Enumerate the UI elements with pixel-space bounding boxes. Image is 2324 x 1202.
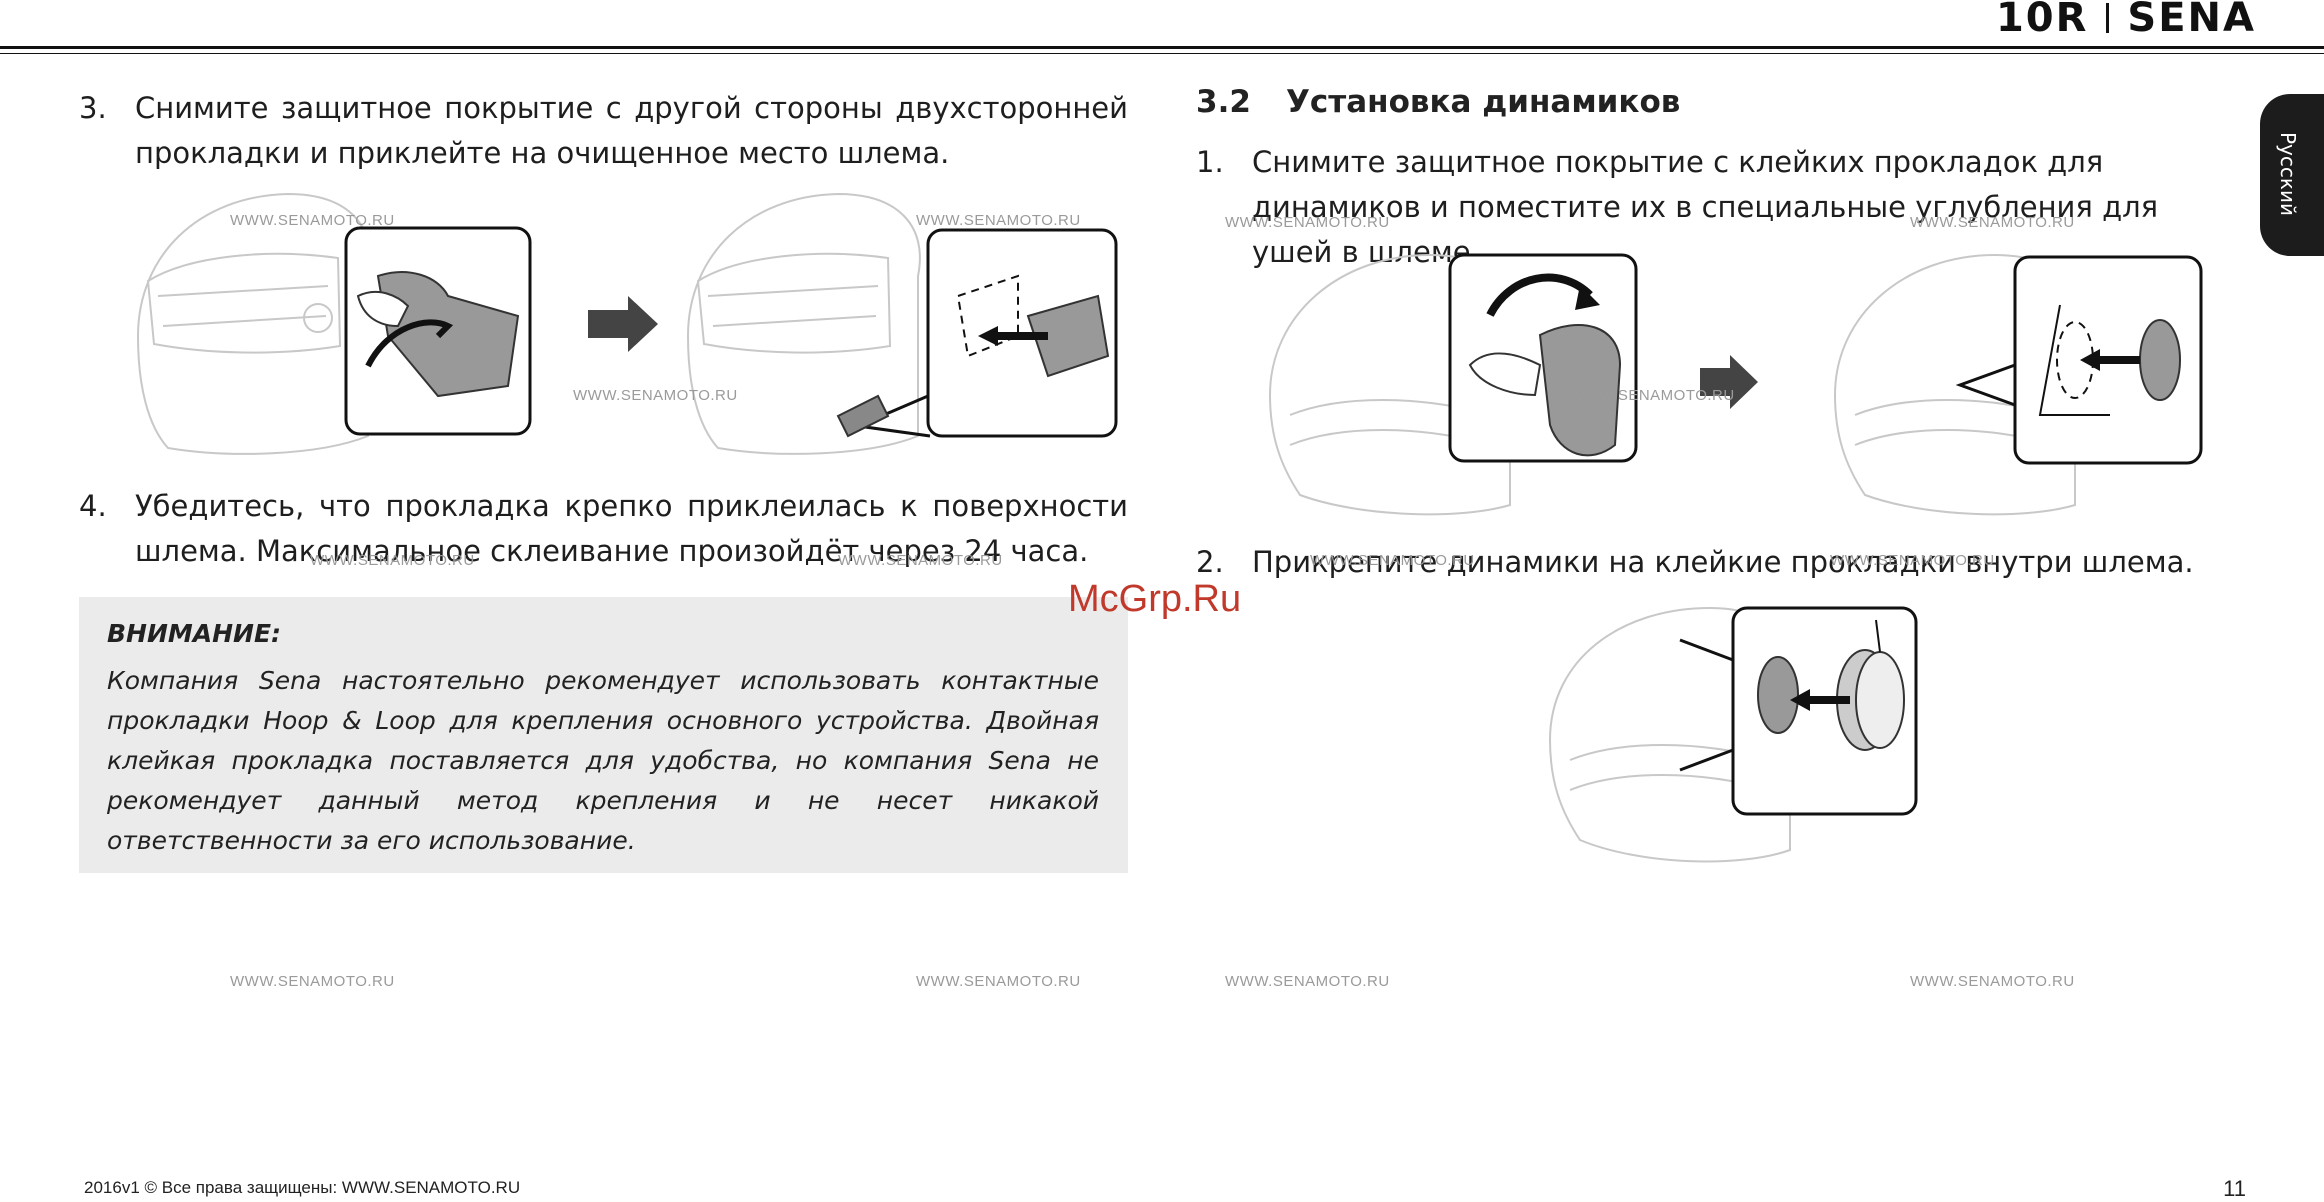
- watermark: WWW.SENAMOTO.RU: [1310, 552, 1475, 569]
- header-rule: [0, 46, 2324, 49]
- step-number: 2.: [1196, 545, 1224, 579]
- watermark: WWW.SENAMOTO.RU: [230, 212, 395, 229]
- step-text: Убедитесь, что прокладка крепко приклеил…: [135, 489, 1128, 568]
- watermark: WWW.SENAMOTO.RU: [1830, 552, 1995, 569]
- step-2: 2. Прикрепите динамики на клейкие прокла…: [1196, 540, 2246, 586]
- inset-box-2: [836, 228, 1118, 438]
- brand-name: SENA: [2127, 0, 2256, 41]
- watermark: WWW.SENAMOTO.RU: [1225, 973, 1390, 990]
- section-heading: 3.2 Установка динамиков: [1196, 84, 1680, 120]
- step-text: Снимите защитное покрытие с клейких прок…: [1252, 145, 2159, 269]
- inset-box-3: [1448, 253, 1638, 463]
- watermark: WWW.SENAMOTO.RU: [1570, 387, 1735, 404]
- warning-note: ВНИМАНИЕ: Компания Sena настоятельно рек…: [79, 597, 1128, 873]
- language-tab: Русский: [2260, 94, 2324, 256]
- arrow-right-2: [1700, 355, 1758, 409]
- step-text: Снимите защитное покрытие с другой сторо…: [135, 91, 1128, 170]
- step-1: 1. Снимите защитное покрытие с клейких п…: [1196, 140, 2246, 269]
- inset-box-1: [344, 226, 532, 436]
- step-text: Прикрепите динамики на клейкие прокладки…: [1252, 545, 2194, 579]
- illustration-mount-pad: [136, 192, 1118, 455]
- logo-divider: [2106, 3, 2110, 33]
- step-number: 3.: [79, 91, 107, 125]
- watermark: WWW.SENAMOTO.RU: [1910, 214, 2075, 231]
- watermark: WWW.SENAMOTO.RU: [230, 973, 395, 990]
- watermark: WWW.SENAMOTO.RU: [1225, 214, 1390, 231]
- watermark: WWW.SENAMOTO.RU: [1910, 973, 2075, 990]
- footer-copyright: 2016v1 © Все права защищены: WWW.SENAMOT…: [84, 1178, 521, 1197]
- site-watermark: McGrp.Ru: [1068, 578, 1242, 620]
- arrow-right-1: [588, 296, 658, 352]
- watermark: WWW.SENAMOTO.RU: [916, 973, 1081, 990]
- step-number: 4.: [79, 489, 107, 523]
- illustration-speaker-pad: [1268, 253, 2203, 516]
- section-title: Установка динамиков: [1286, 84, 1681, 120]
- inset-box-5: [1679, 606, 1918, 816]
- note-body: Компания Sena настоятельно рекомендует и…: [107, 666, 1099, 855]
- illustration-speaker-attach: [1548, 606, 1918, 863]
- note-title: ВНИМАНИЕ:: [107, 619, 282, 648]
- step-number: 1.: [1196, 145, 1224, 179]
- step-3: 3. Снимите защитное покрытие с другой ст…: [79, 86, 1128, 178]
- inset-box-4: [1955, 255, 2203, 465]
- watermark: WWW.SENAMOTO.RU: [838, 552, 1003, 569]
- page-number: 11: [2223, 1176, 2246, 1201]
- brand-logo: 10R SENA: [1996, 0, 2256, 41]
- language-label: Русский: [2276, 132, 2300, 216]
- step-4: 4. Убедитесь, что прокладка крепко прикл…: [79, 484, 1128, 576]
- watermark: WWW.SENAMOTO.RU: [573, 387, 738, 404]
- watermark: WWW.SENAMOTO.RU: [310, 552, 475, 569]
- model-name: 10R: [1995, 0, 2089, 41]
- header-rule-thin: [0, 53, 2324, 54]
- section-number: 3.2: [1196, 84, 1251, 120]
- watermark: WWW.SENAMOTO.RU: [916, 212, 1081, 229]
